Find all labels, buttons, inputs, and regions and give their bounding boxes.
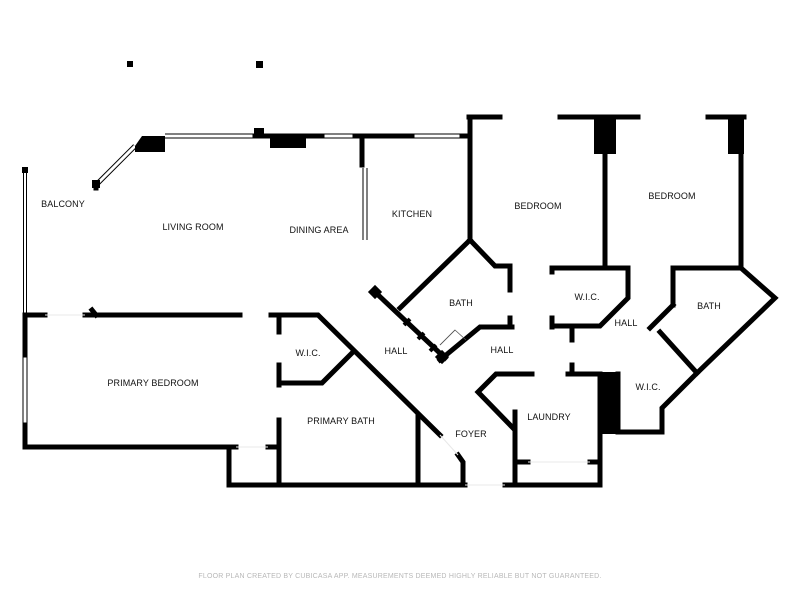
room-label-primary-bath: PRIMARY BATH bbox=[307, 416, 375, 426]
balcony-railing bbox=[22, 61, 263, 315]
room-label-bedroom-2: BEDROOM bbox=[648, 191, 696, 201]
door-openings bbox=[45, 314, 590, 486]
room-label-hall-west: HALL bbox=[384, 346, 408, 356]
room-label-primary-bedroom: PRIMARY BEDROOM bbox=[107, 378, 199, 388]
room-label-bedroom-1: BEDROOM bbox=[514, 201, 562, 211]
living-room-windows bbox=[22, 133, 462, 425]
room-label-laundry: LAUNDRY bbox=[527, 412, 571, 422]
room-label-hall-east: HALL bbox=[614, 318, 638, 328]
room-label-dining-area: DINING AREA bbox=[289, 225, 349, 235]
room-label-living-room: LIVING ROOM bbox=[162, 222, 224, 232]
footer-disclaimer: FLOOR PLAN CREATED BY CUBICASA APP. MEAS… bbox=[198, 573, 602, 580]
room-label-wic-east: W.I.C. bbox=[635, 382, 661, 392]
walls bbox=[22, 114, 779, 488]
room-label-hall-center: HALL bbox=[490, 345, 514, 355]
room-label-kitchen: KITCHEN bbox=[391, 209, 433, 219]
room-label-wic-primary: W.I.C. bbox=[295, 348, 321, 358]
room-label-bath-east: BATH bbox=[697, 301, 721, 311]
room-label-bath-center: BATH bbox=[449, 298, 473, 308]
room-label-balcony: BALCONY bbox=[41, 199, 85, 209]
room-label-wic-center: W.I.C. bbox=[574, 292, 600, 302]
room-label-foyer: FOYER bbox=[455, 429, 487, 439]
